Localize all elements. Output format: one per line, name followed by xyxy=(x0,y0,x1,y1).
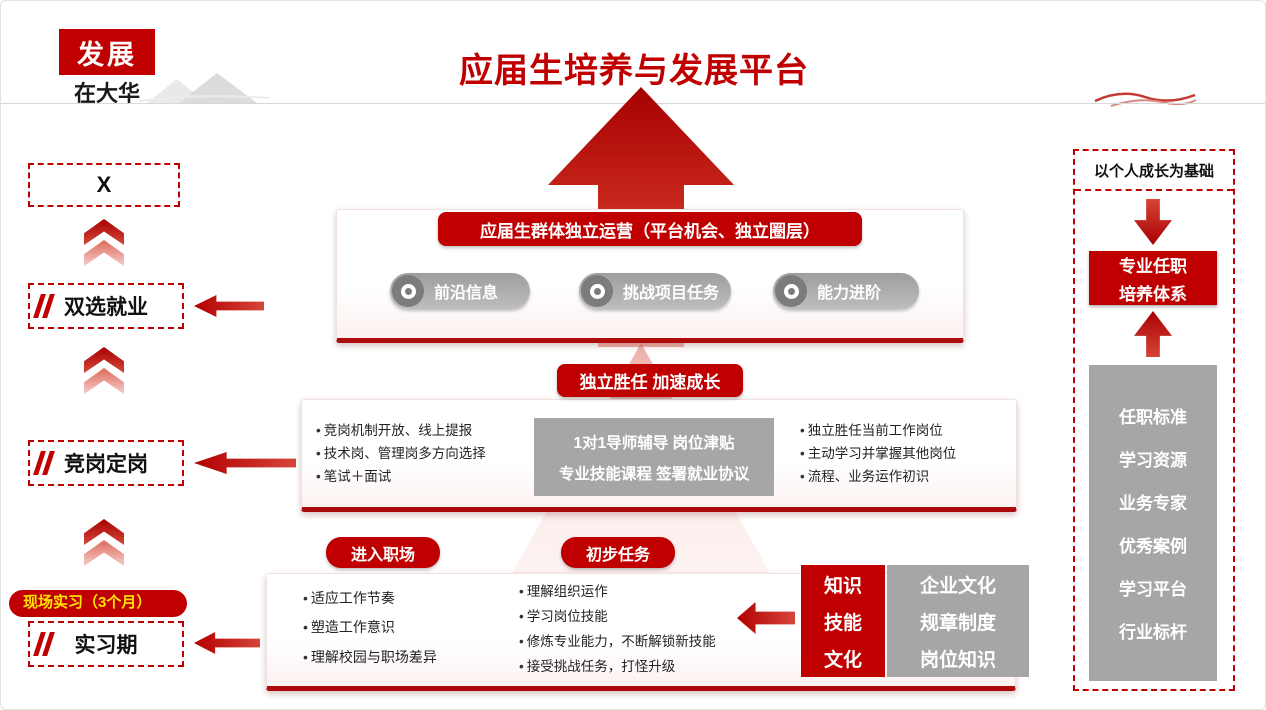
stage-label: 竞岗定岗 xyxy=(64,453,148,476)
training-system-box: 专业任职 培养体系 xyxy=(1089,251,1217,305)
resource-item: 任职标准 xyxy=(1119,408,1187,427)
ring-icon xyxy=(392,275,424,307)
bullet-item: 塑造工作意识 xyxy=(303,613,437,642)
left-arrow-icon xyxy=(194,295,264,317)
slash-decoration xyxy=(33,632,55,656)
pill-enter-workplace: 进入职场 xyxy=(326,537,440,568)
pill-label: 挑战项目任务 xyxy=(623,285,720,302)
tasks-bullet-list: 理解组织运作 学习岗位技能 修炼专业能力，不断解锁新技能 接受挑战任务，打怪升级 xyxy=(519,580,716,680)
growth-system-frame: 以个人成长为基础 xyxy=(1073,149,1235,691)
bullet-item: 理解组织运作 xyxy=(519,580,716,605)
stage-box-internship: 实习期 xyxy=(28,621,184,667)
stack-line: 专业任职 xyxy=(1119,256,1187,276)
stage-box-employment: 双选就业 xyxy=(28,283,184,329)
stack-line: 企业文化 xyxy=(919,575,996,597)
bullet-item: 技术岗、管理岗多方向选择 xyxy=(316,443,486,466)
mentor-benefit-box: 1对1导师辅导 岗位津贴 专业技能课程 签署就业协议 xyxy=(534,418,774,496)
stack-line: 技能 xyxy=(823,612,862,634)
internship-tag: 现场实习（3个月） xyxy=(9,590,187,617)
stack-line: 知识 xyxy=(823,575,862,597)
logo-line2: 在大华 xyxy=(73,81,140,106)
left-arrow-icon xyxy=(194,452,296,474)
left-arrow-icon xyxy=(194,632,260,654)
pill-frontier-info: 前沿信息 xyxy=(390,273,530,309)
pill-challenge-tasks: 挑战项目任务 xyxy=(579,273,731,309)
company-culture-box: 企业文化 规章制度 岗位知识 xyxy=(887,565,1029,677)
growth-basis-label: 以个人成长为基础 xyxy=(1075,151,1233,191)
ring-icon xyxy=(775,275,807,307)
bullet-item: 修炼专业能力，不断解锁新技能 xyxy=(519,630,716,655)
bullet-item: 主动学习并掌握其他岗位 xyxy=(800,443,957,466)
training-resources-box: 任职标准 学习资源 业务专家 优秀案例 学习平台 行业标杆 xyxy=(1089,365,1217,681)
workplace-bullet-list: 适应工作节奏 塑造工作意识 理解校园与职场差异 xyxy=(303,584,437,672)
stack-line: 培养体系 xyxy=(1119,284,1187,304)
stage-box-top: X xyxy=(28,163,180,207)
bullet-item: 理解校园与职场差异 xyxy=(303,643,437,672)
bullet-item: 竞岗机制开放、线上提报 xyxy=(316,420,486,443)
page-title: 应届生培养与发展平台 xyxy=(459,52,809,90)
competence-bullet-list: 独立胜任当前工作岗位 主动学习并掌握其他岗位 流程、业务运作初识 xyxy=(800,420,957,489)
stage-label: X xyxy=(96,172,112,197)
pill-ability-advance: 能力进阶 xyxy=(773,273,919,309)
bullet-item: 学习岗位技能 xyxy=(519,605,716,630)
benefit-line: 专业技能课程 签署就业协议 xyxy=(558,465,750,483)
bullet-item: 接受挑战任务，打怪升级 xyxy=(519,655,716,680)
up-chevrons-icon xyxy=(84,219,124,266)
stack-line: 岗位知识 xyxy=(919,649,996,671)
wave-decoration-icon xyxy=(1094,92,1197,107)
slash-decoration xyxy=(33,451,55,475)
stage-label: 双选就业 xyxy=(64,296,148,319)
knowledge-skill-culture-box: 知识 技能 文化 xyxy=(801,565,885,677)
resource-item: 行业标杆 xyxy=(1119,623,1187,642)
up-chevrons-icon xyxy=(84,347,124,394)
slash-decoration xyxy=(33,294,55,318)
resource-item: 业务专家 xyxy=(1119,494,1187,513)
stage-label: 实习期 xyxy=(74,634,138,657)
bullet-item: 适应工作节奏 xyxy=(303,584,437,613)
stack-line: 文化 xyxy=(823,649,862,671)
stage-box-competition: 竞岗定岗 xyxy=(28,440,184,486)
stack-line: 规章制度 xyxy=(919,612,996,634)
resource-item: 优秀案例 xyxy=(1119,537,1187,556)
logo: 发展 在大华 xyxy=(59,29,155,108)
pill-label: 前沿信息 xyxy=(434,285,499,302)
pill-initial-tasks: 初步任务 xyxy=(561,537,675,568)
ring-icon xyxy=(581,275,613,307)
top-panel-header: 应届生群体独立运营（平台机会、独立圈层） xyxy=(438,212,862,246)
resource-item: 学习平台 xyxy=(1119,580,1187,599)
mountain-decoration-icon xyxy=(139,73,269,103)
middle-panel: 竞岗机制开放、线上提报 技术岗、管理岗多方向选择 笔试＋面试 1对1导师辅导 岗… xyxy=(301,399,1017,512)
bullet-item: 笔试＋面试 xyxy=(316,466,486,489)
middle-panel-header: 独立胜任 加速成长 xyxy=(557,364,743,397)
up-chevrons-icon xyxy=(84,519,124,566)
bullet-item: 流程、业务运作初识 xyxy=(800,466,956,489)
bullet-item: 独立胜任当前工作岗位 xyxy=(800,420,956,443)
benefit-line: 1对1导师辅导 岗位津贴 xyxy=(573,434,735,452)
competition-bullet-list: 竞岗机制开放、线上提报 技术岗、管理岗多方向选择 笔试＋面试 xyxy=(316,420,486,489)
logo-line1: 发展 xyxy=(59,29,155,75)
pill-label: 能力进阶 xyxy=(817,285,882,302)
resource-item: 学习资源 xyxy=(1119,451,1187,470)
